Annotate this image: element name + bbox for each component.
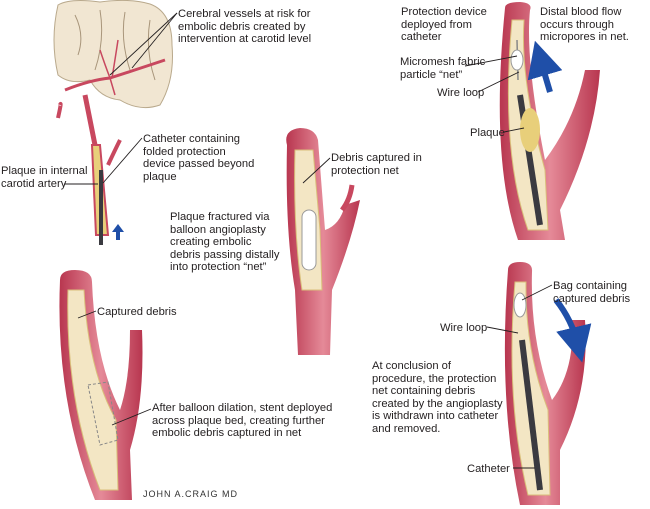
artist-signature: JOHN A.CRAIG MD <box>143 489 239 499</box>
label-catheter: Catheter <box>467 463 510 475</box>
carotid-vessel-1 <box>56 94 124 245</box>
label-captured-debris: Captured debris <box>97 306 177 318</box>
label-plaque: Plaque <box>470 127 505 139</box>
leader-lines <box>64 12 553 469</box>
carotid-vessel-4 <box>59 270 143 500</box>
carotid-vessel-2 <box>286 128 360 355</box>
label-wire-loop-top: Wire loop <box>437 87 485 99</box>
carotid-vessel-5 <box>504 262 592 505</box>
label-wire-loop-bottom: Wire loop <box>440 322 488 334</box>
brain-section <box>53 0 173 109</box>
